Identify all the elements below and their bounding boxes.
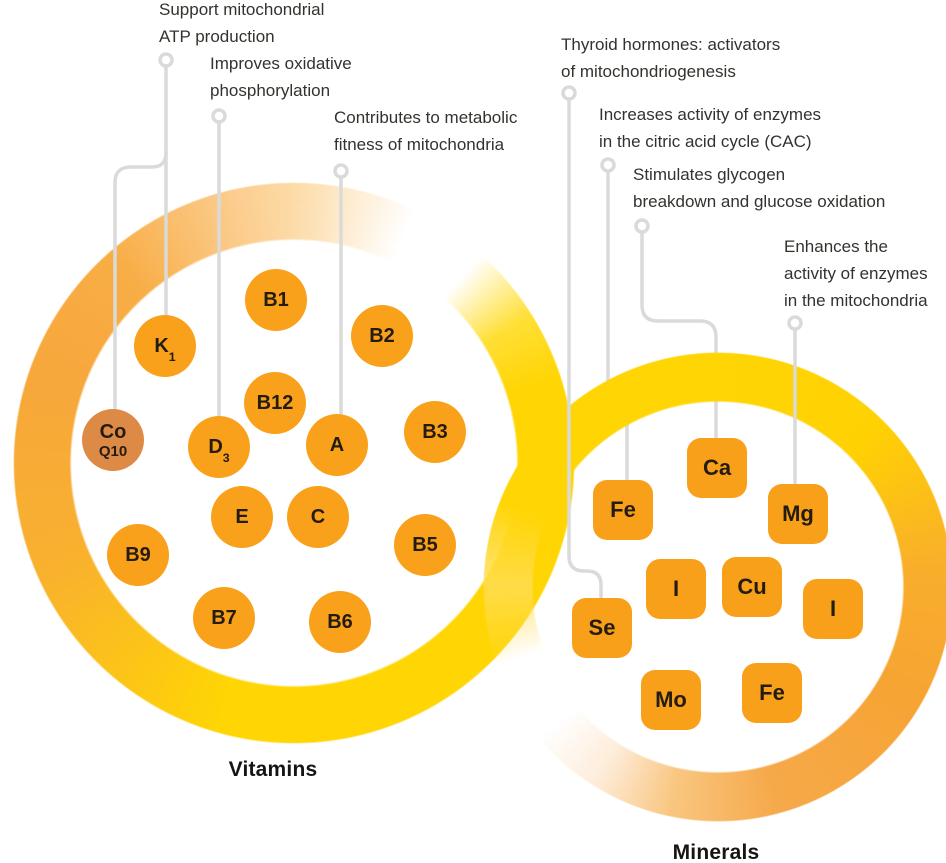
badge-symbol-subscript: 3: [222, 451, 230, 466]
annotation-line: fitness of mitochondria: [334, 135, 505, 154]
badge-symbol: D3: [208, 436, 230, 466]
vitamin-badge-B7: B7: [193, 587, 255, 649]
badge-symbol: B12: [256, 392, 294, 414]
mineral-badge-Mg: Mg: [768, 484, 828, 544]
annotation-line: Improves oxidative: [210, 54, 352, 73]
badge-symbol: B9: [125, 544, 151, 566]
vitamin-badge-E: E: [211, 486, 273, 548]
leader-dot-metabolic: [333, 163, 349, 179]
minerals-group-label: Minerals: [672, 841, 760, 863]
annotation-line: in the citric acid cycle (CAC): [599, 132, 812, 151]
annotation-line: Increases activity of enzymes: [599, 105, 822, 124]
badge-symbol: Se: [588, 615, 616, 640]
annotation-line: breakdown and glucose oxidation: [633, 192, 886, 211]
annotation-line: Stimulates glycogen: [633, 165, 786, 184]
annotation-line: ATP production: [159, 27, 275, 46]
leader-dot-enhances: [787, 315, 803, 331]
annotation-thyroid-hormones: Thyroid hormones: activators of mitochond…: [561, 31, 780, 85]
vitamin-badge-B12: B12: [244, 372, 306, 434]
mineral-badge-Se: Se: [572, 598, 632, 658]
mineral-badge-I: I: [646, 559, 706, 619]
badge-symbol: B2: [369, 325, 395, 347]
minerals-ribbon-ring: [483, 352, 946, 822]
badge-symbol: I: [829, 596, 837, 621]
vitamin-badge-B6: B6: [309, 591, 371, 653]
badge-symbol: B7: [211, 607, 237, 629]
vitamin-badge-B1: B1: [245, 269, 307, 331]
badge-symbol: Mo: [655, 687, 687, 712]
vitamin-badge-B3: B3: [404, 401, 466, 463]
mineral-badge-Fe: Fe: [593, 480, 653, 540]
mineral-badge-Fe-2: Fe: [742, 663, 802, 723]
badge-symbol: A: [329, 434, 345, 456]
annotation-glycogen-breakdown: Stimulates glycogen breakdown and glucose…: [633, 161, 885, 215]
annotation-line: in the mitochondria: [784, 291, 928, 310]
leader-dot-glycogen: [634, 218, 650, 234]
badge-symbol: I: [672, 576, 680, 601]
annotation-line: Contributes to metabolic: [334, 108, 518, 127]
vitamin-badge-B5: B5: [394, 514, 456, 576]
badge-symbol: Fe: [610, 497, 636, 522]
annotation-line: of mitochondriogenesis: [561, 62, 736, 81]
badge-symbol: Cu: [737, 574, 767, 599]
badge-symbol: Fe: [759, 680, 785, 705]
vitamin-badge-B2: B2: [351, 305, 413, 367]
annotation-oxidative-phosphorylation: Improves oxidative phosphorylation: [210, 50, 352, 104]
badge-symbol: Co: [99, 420, 127, 443]
badge-symbol-subscript: 1: [168, 350, 176, 365]
badge-symbol: Ca: [702, 455, 732, 480]
badge-symbol: B6: [327, 611, 353, 633]
mineral-badge-I-2: I: [803, 579, 863, 639]
leader-dot-cac: [600, 157, 616, 173]
annotation-line: activity of enzymes: [784, 264, 928, 283]
annotation-line: Thyroid hormones: activators: [561, 35, 781, 54]
mineral-badge-Mo: Mo: [641, 670, 701, 730]
annotation-mitochondria-enzymes: Enhances the activity of enzymes in the mi…: [784, 233, 928, 314]
badge-symbol: C: [310, 506, 326, 528]
badge-symbol: Mg: [782, 501, 814, 526]
leader-dot-oxidative: [211, 108, 227, 124]
annotation-line: Support mitochondrial: [159, 0, 325, 19]
badge-symbol: E: [235, 506, 249, 528]
annotation-line: Enhances the: [784, 237, 888, 256]
vitamin-badge-D3: D3: [188, 416, 250, 478]
vitamin-badge-C: C: [287, 486, 349, 548]
badge-symbol: B1: [263, 289, 289, 311]
annotation-line: phosphorylation: [210, 81, 331, 100]
vitamin-badge-K1: K1: [134, 315, 196, 377]
badge-symbol: K1: [154, 335, 176, 365]
annotation-cac-enzymes: Increases activity of enzymes in the citr…: [599, 101, 821, 155]
vitamin-badge-A: A: [306, 414, 368, 476]
leader-dot-support: [158, 52, 174, 68]
vitamin-badge-B9: B9: [107, 524, 169, 586]
mineral-badge-Ca: Ca: [687, 438, 747, 498]
badge-symbol-line2: Q10: [98, 442, 128, 460]
vitamins-group-label: Vitamins: [228, 758, 318, 781]
badge-symbol: B3: [422, 421, 448, 443]
mineral-badge-Cu: Cu: [722, 557, 782, 617]
leader-dot-thyroid: [561, 85, 577, 101]
annotation-metabolic-fitness: Contributes to metabolic fitness of mitoc…: [334, 104, 517, 158]
badge-symbol: B5: [412, 534, 438, 556]
